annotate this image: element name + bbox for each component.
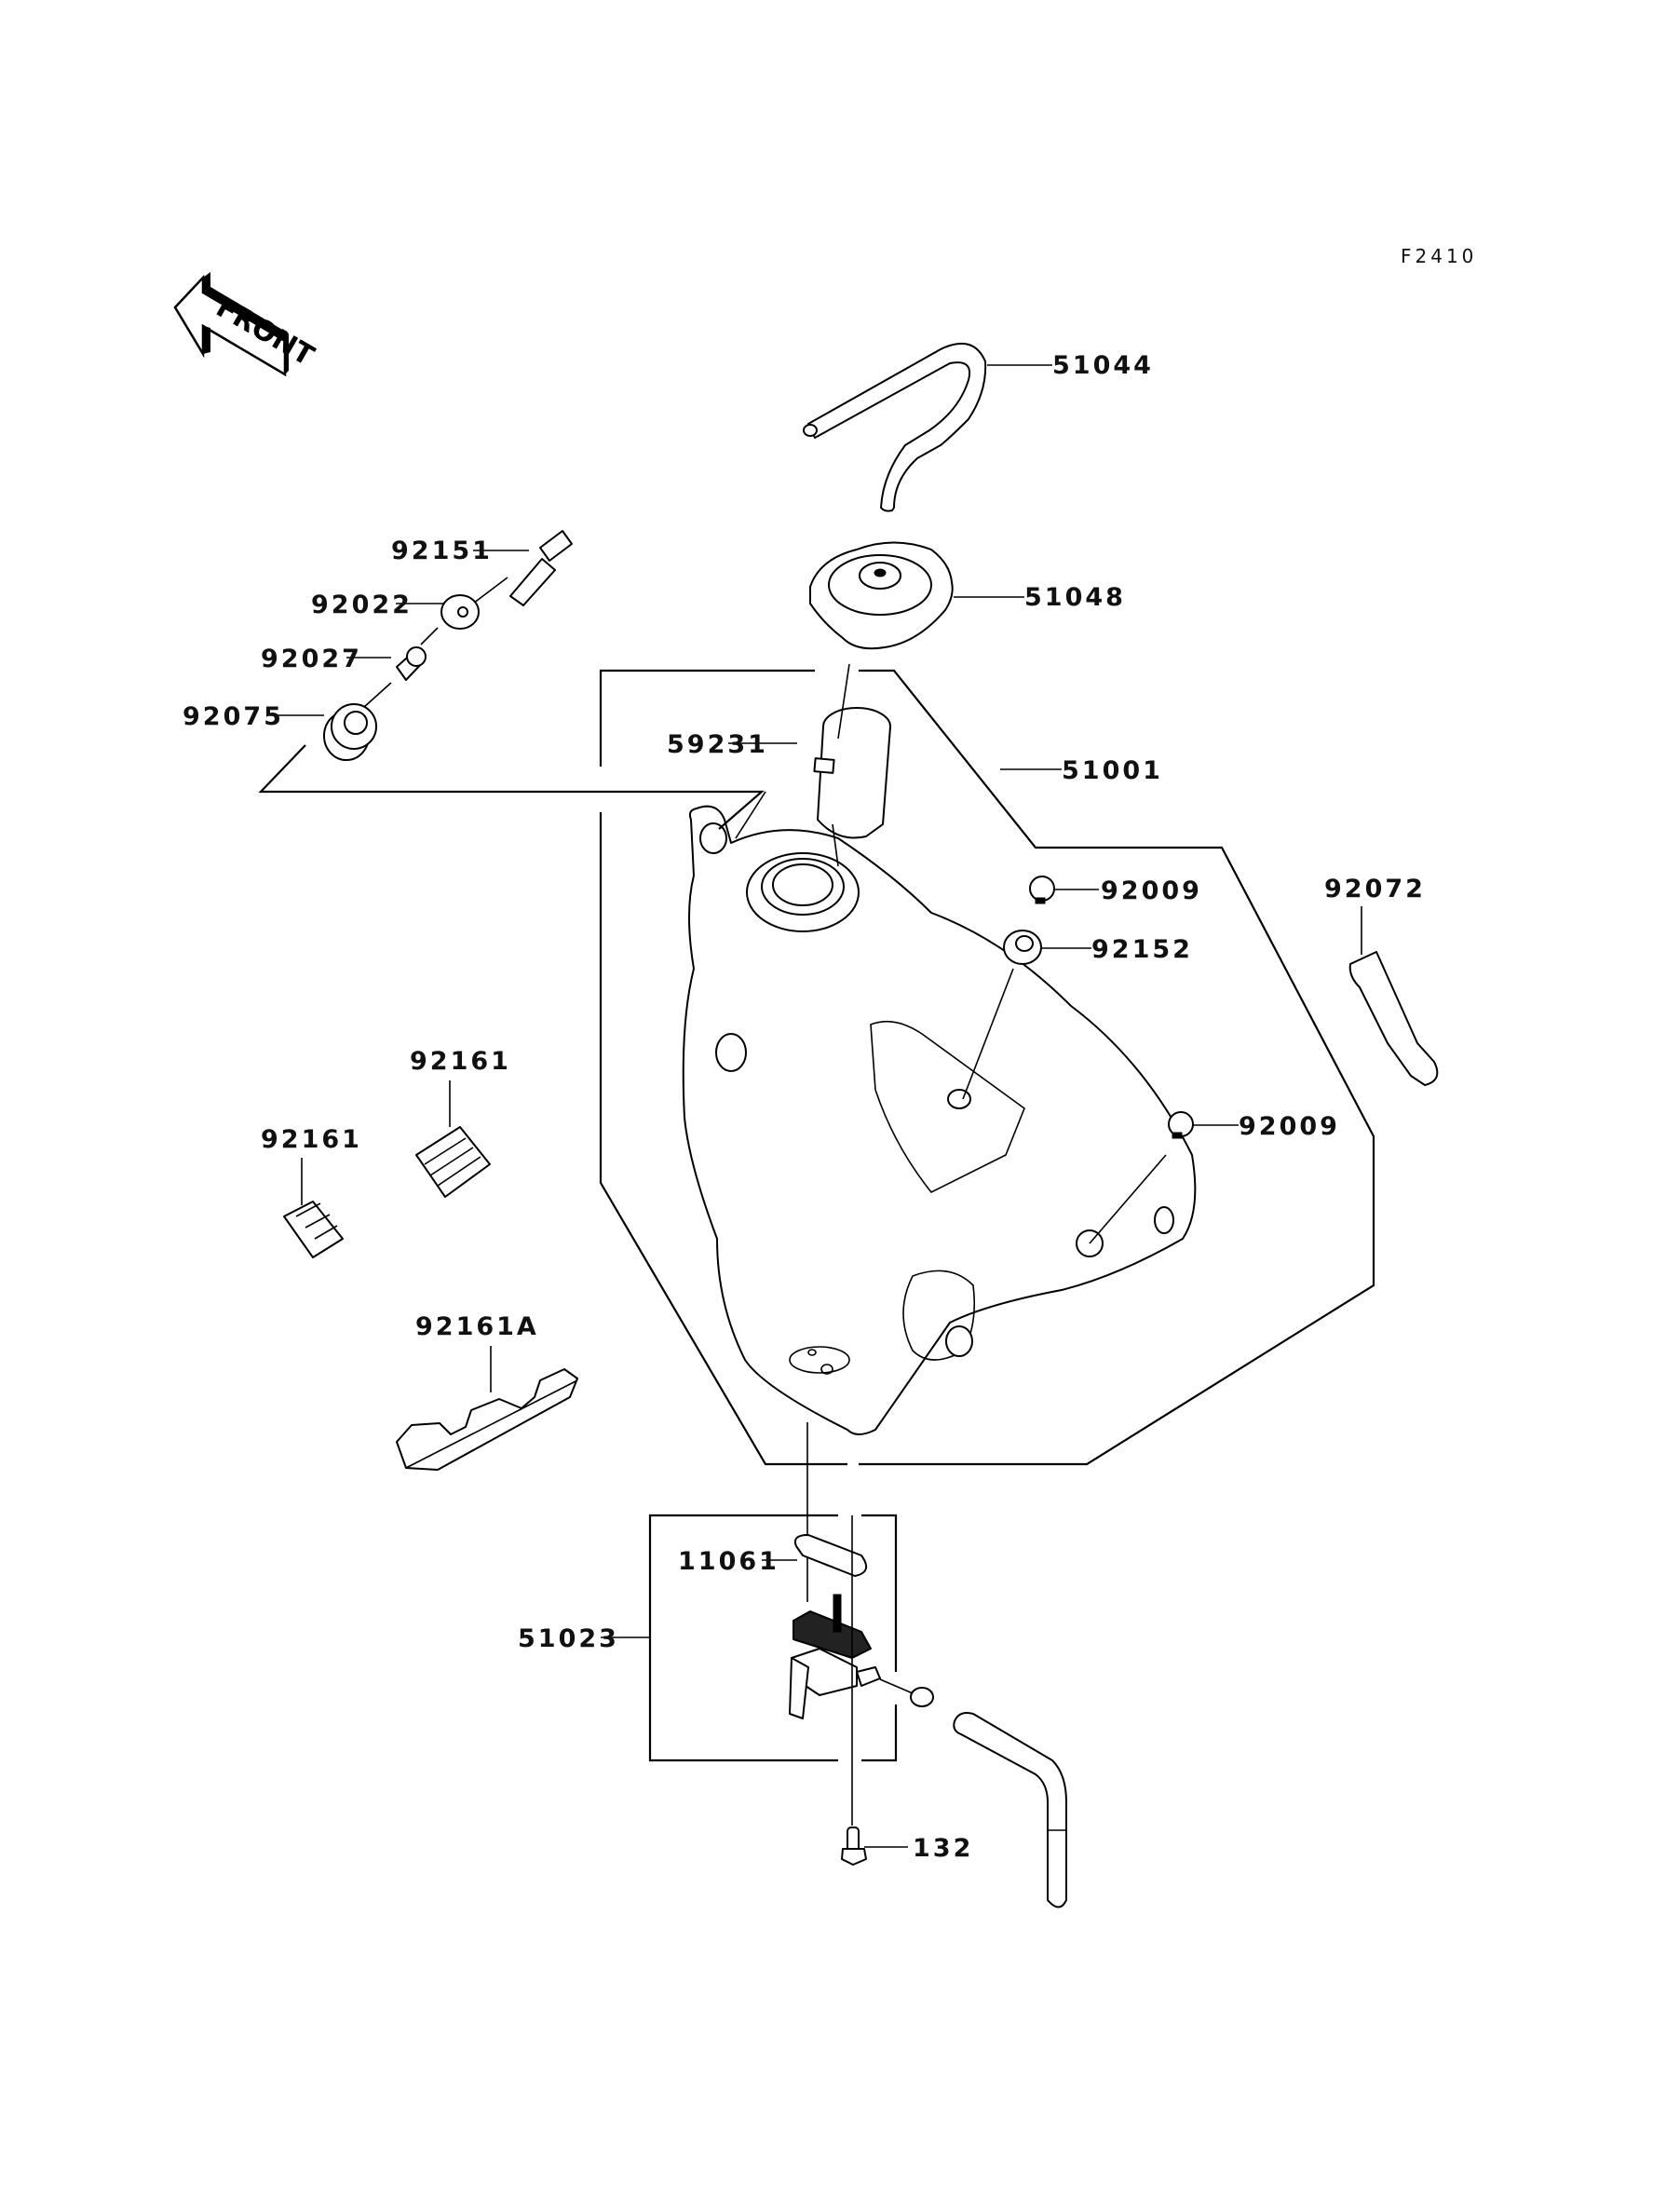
part-92161-right[interactable]: 92161 [410,1047,511,1198]
part-92072[interactable]: 92072 [1324,875,1439,1086]
hardware-leader [362,682,392,709]
fuel-cock-bracket: 51023 [518,1514,898,1762]
part-59231[interactable]: 59231 [667,663,891,839]
part-92009-lower[interactable]: 92009 [1168,1111,1340,1141]
part-132[interactable]: 132 [841,1827,973,1866]
part-label-92022: 92022 [311,591,413,619]
part-92151[interactable]: 92151 [391,530,573,606]
part-label-92161-right: 92161 [410,1047,511,1076]
part-label-51044: 51044 [1052,351,1154,380]
part-92075[interactable]: 92075 [183,702,377,761]
front-arrow-icon: FRONT [173,272,319,377]
part-label-92075: 92075 [183,702,284,731]
part-92161A[interactable]: 92161A [396,1312,578,1471]
part-label-11061: 11061 [678,1547,779,1576]
tank-group-bracket: 51001 [599,669,1375,1466]
part-label-59231: 59231 [667,730,768,759]
part-label-92161A: 92161A [415,1312,539,1341]
part-label-92009-lower: 92009 [1239,1112,1340,1141]
part-label-92152: 92152 [1091,935,1193,964]
part-label-132: 132 [913,1834,973,1863]
part-92022[interactable]: 92022 [311,591,480,630]
part-label-92161-left: 92161 [261,1125,362,1154]
part-label-92151: 92151 [391,536,493,565]
part-92161-left[interactable]: 92161 [261,1125,362,1258]
part-label-51048: 51048 [1024,583,1126,612]
part-label-92027: 92027 [261,645,362,673]
fuel-hose[interactable] [953,1712,1067,1908]
fuel-cock[interactable] [789,1594,934,1719]
fuel-tank-body[interactable] [682,791,1197,1602]
hardware-leader [258,744,765,830]
hardware-leader [420,627,439,645]
part-51048[interactable]: 51048 [809,541,1126,650]
part-92009-upper[interactable]: 92009 [1029,876,1202,905]
part-label-51001: 51001 [1062,756,1163,785]
figure-code: F2410 [1401,245,1477,267]
part-11061[interactable]: 11061 [678,1534,868,1577]
part-92152[interactable]: 92152 [1003,930,1193,965]
part-label-51023: 51023 [518,1624,619,1653]
part-51044[interactable]: 51044 [803,342,1154,512]
part-label-92072: 92072 [1324,875,1426,903]
part-label-92009-upper: 92009 [1101,876,1202,905]
part-92027[interactable]: 92027 [261,645,427,681]
